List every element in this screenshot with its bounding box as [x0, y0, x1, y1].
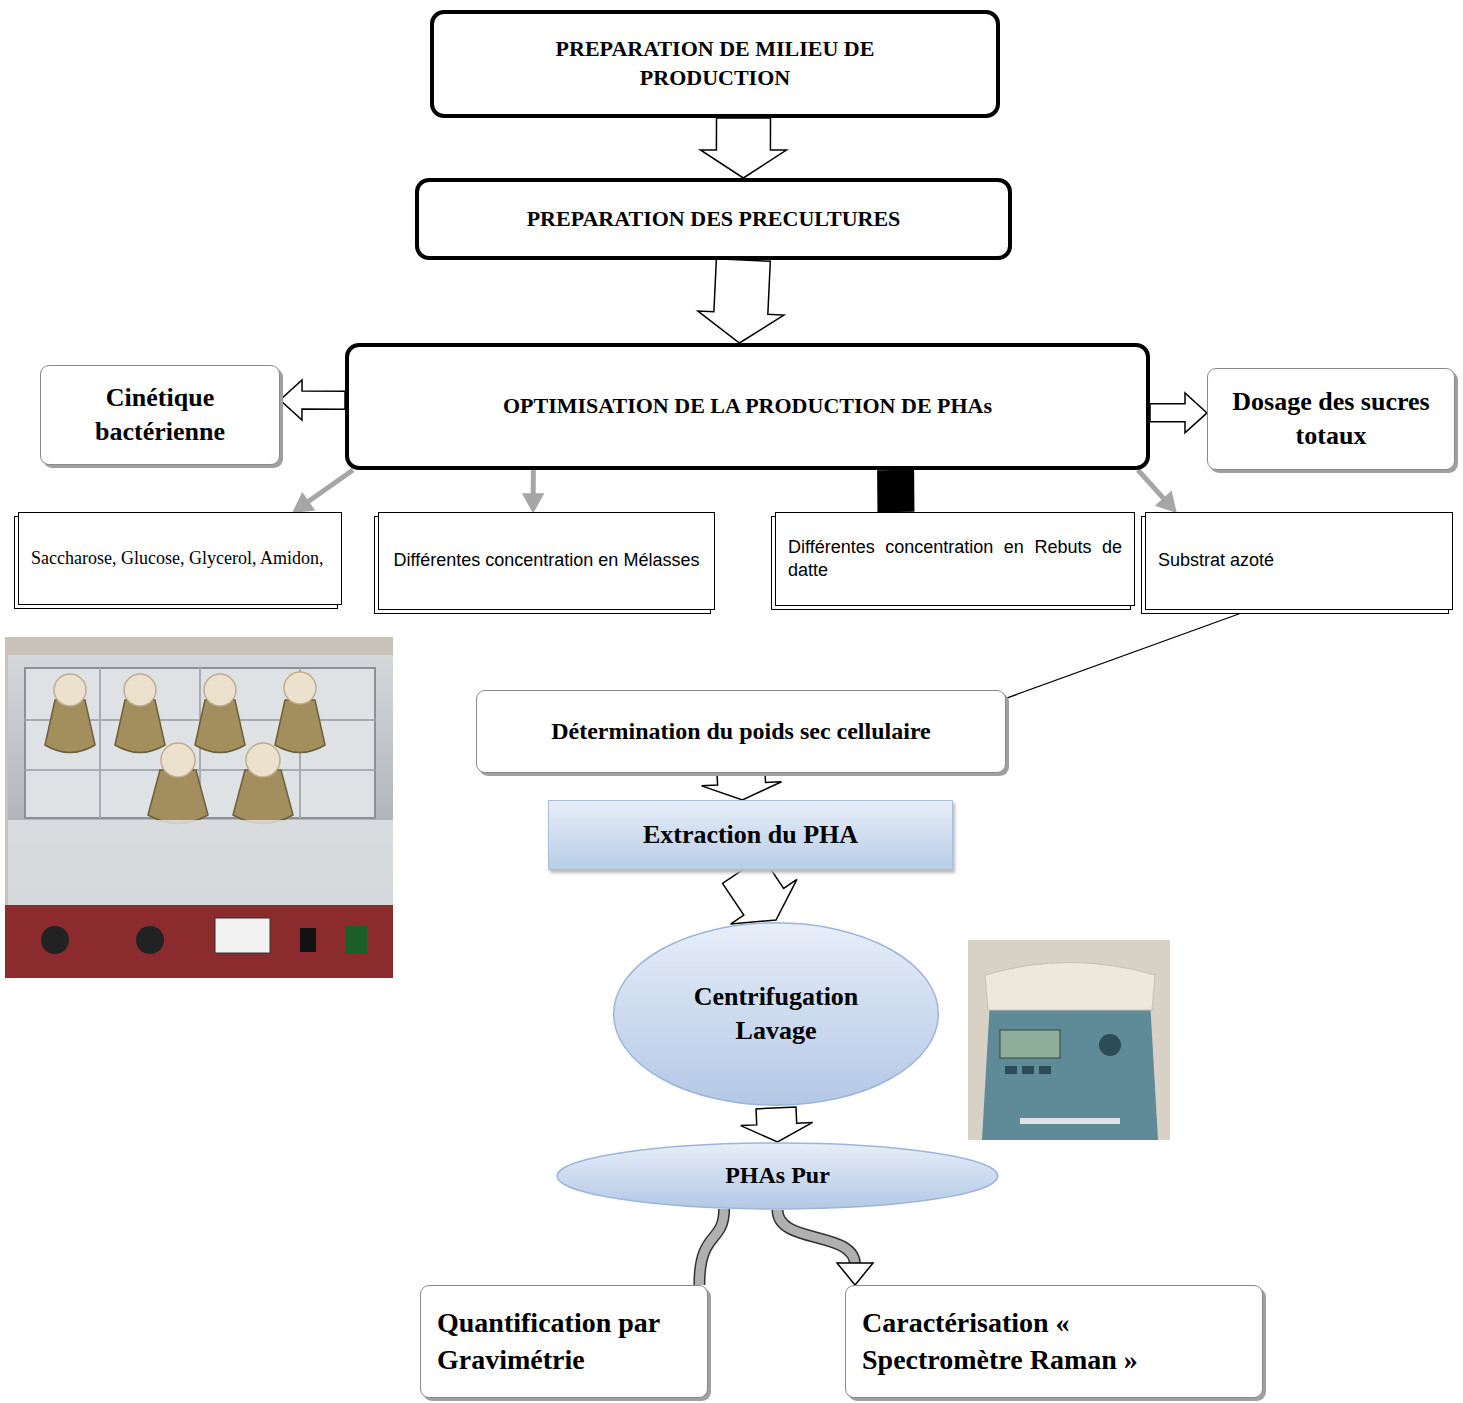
stage-box: PREPARATION DE MILIEU DE PRODUCTION [430, 10, 1000, 118]
stage-box: OPTIMISATION DE LA PRODUCTION DE PHAs [345, 343, 1150, 470]
connector [523, 470, 543, 512]
node-text: OPTIMISATION DE LA PRODUCTION DE PHAs [503, 392, 992, 421]
connector [699, 1209, 724, 1285]
node-text: Centrifugation Lavage [676, 980, 876, 1048]
node-text: Extraction du PHA [643, 818, 858, 852]
substrate-box: Différentes concentration en Rebuts de d… [775, 512, 1135, 606]
node-text: Différentes concentration en Mélasses [394, 549, 700, 572]
connector [1138, 470, 1176, 512]
connector [698, 259, 784, 343]
connector [702, 772, 782, 800]
connector [778, 1210, 874, 1285]
connector [280, 380, 345, 420]
substrate-box: Saccharose, Glucose, Glycerol, Amidon, [18, 512, 342, 605]
node-text: Saccharose, Glucose, Glycerol, Amidon, [31, 547, 329, 570]
substrate-box: Substrat azoté [1145, 512, 1453, 610]
node-text: Différentes concentration en Rebuts de d… [788, 536, 1122, 583]
node-text: PREPARATION DE MILIEU DE PRODUCTION [500, 35, 930, 92]
connector [700, 118, 786, 178]
node-text: Dosage des sucres totaux [1224, 385, 1438, 453]
analysis-box: Quantification par Gravimétrie [420, 1285, 708, 1398]
connector [741, 1107, 813, 1142]
process-box: Extraction du PHA [548, 800, 953, 870]
centrifuge-photo [968, 940, 1170, 1140]
process-ellipse: Centrifugation Lavage [612, 920, 940, 1108]
shaker-photo [5, 637, 393, 978]
node-text: PHAs Pur [725, 1160, 830, 1191]
substrate-box: Différentes concentration en Mélasses [378, 512, 715, 610]
node-text: Quantification par Gravimétrie [437, 1305, 691, 1378]
side-box: Cinétique bactérienne [40, 365, 280, 465]
process-box: Détermination du poids sec cellulaire [476, 690, 1006, 773]
node-text: Cinétique bactérienne [57, 381, 263, 449]
node-text: PREPARATION DES PRECULTURES [527, 205, 901, 234]
result-ellipse: PHAs Pur [555, 1142, 1000, 1210]
connector [1006, 610, 1250, 698]
connector [293, 470, 353, 512]
node-text: Caractérisation « Spectromètre Raman » [862, 1305, 1222, 1378]
connector [1150, 393, 1207, 433]
side-box: Dosage des sucres totaux [1207, 368, 1455, 470]
analysis-box: Caractérisation « Spectromètre Raman » [845, 1285, 1263, 1398]
connector [877, 470, 914, 512]
node-text: Substrat azoté [1158, 549, 1274, 572]
stage-box: PREPARATION DES PRECULTURES [415, 178, 1012, 260]
ellipse-outline [612, 920, 940, 1108]
node-text: Détermination du poids sec cellulaire [551, 716, 931, 747]
